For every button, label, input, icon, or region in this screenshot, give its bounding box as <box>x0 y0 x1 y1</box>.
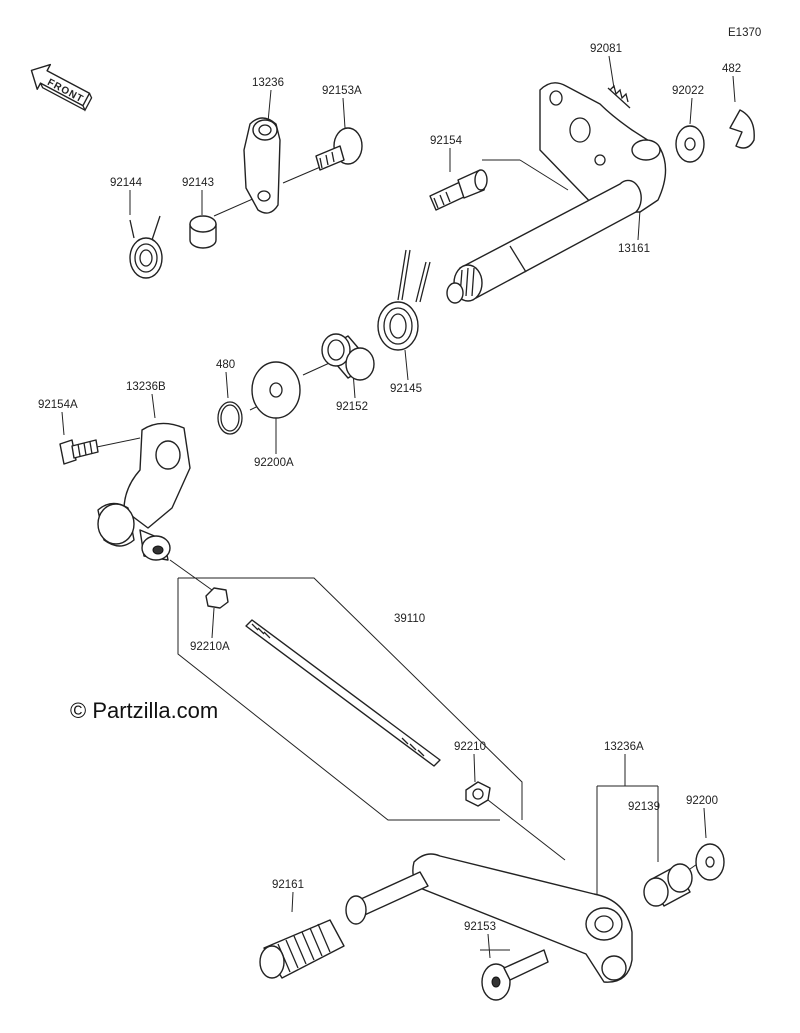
part-92154-bolt <box>429 169 488 211</box>
label-92153A: 92153A <box>322 85 362 97</box>
part-92161-pedal-rubber <box>259 919 345 979</box>
part-92081-spring <box>607 84 631 109</box>
label-480: 480 <box>216 359 235 371</box>
label-92144: 92144 <box>110 177 143 189</box>
label-92153: 92153 <box>464 921 496 933</box>
part-92143-collar <box>189 215 217 249</box>
part-480-circlip <box>217 401 243 435</box>
label-92210A: 92210A <box>190 641 230 653</box>
part-92152-collar <box>321 333 375 381</box>
part-13236A-pedal-lever <box>345 853 633 983</box>
diagram-code: E1370 <box>728 27 761 39</box>
front-arrow-icon: FRONT <box>30 63 93 112</box>
label-92154A: 92154A <box>38 399 78 411</box>
part-92153A-bolt <box>315 127 363 171</box>
part-92145-spring <box>377 249 431 351</box>
part-13161-shift-shaft <box>446 82 667 304</box>
part-92139-collar <box>643 863 693 907</box>
label-92200A: 92200A <box>254 457 294 469</box>
label-92081: 92081 <box>590 43 622 55</box>
label-13236A: 13236A <box>604 741 644 753</box>
part-39110-tie-rod <box>245 619 441 767</box>
watermark: © Partzilla.com <box>70 698 218 723</box>
label-92161: 92161 <box>272 879 304 891</box>
label-482: 482 <box>722 63 741 75</box>
part-13236-lever <box>243 117 281 214</box>
leader-lines <box>61 55 736 959</box>
label-92200: 92200 <box>686 795 718 807</box>
label-92139: 92139 <box>628 801 660 813</box>
label-13161: 13161 <box>618 243 650 255</box>
part-92200A-washer <box>251 361 301 419</box>
label-92210: 92210 <box>454 741 486 753</box>
part-92022-washer <box>675 125 705 163</box>
part-92154A-bolt <box>59 439 99 465</box>
label-92154: 92154 <box>430 135 463 147</box>
part-92144-spring <box>129 215 163 279</box>
part-92210-nut <box>465 781 491 807</box>
label-39110: 39110 <box>394 613 425 625</box>
label-92152: 92152 <box>336 401 368 413</box>
label-92143: 92143 <box>182 177 214 189</box>
part-92200-washer <box>695 843 725 881</box>
label-92145: 92145 <box>390 383 422 395</box>
part-13236B-lever <box>97 422 191 561</box>
label-13236: 13236 <box>252 77 284 89</box>
part-92210A-nut <box>205 587 229 609</box>
part-92153-bolt <box>481 949 549 1001</box>
label-13236B: 13236B <box>126 381 166 393</box>
part-482-circlip <box>729 109 755 149</box>
label-92022: 92022 <box>672 85 704 97</box>
